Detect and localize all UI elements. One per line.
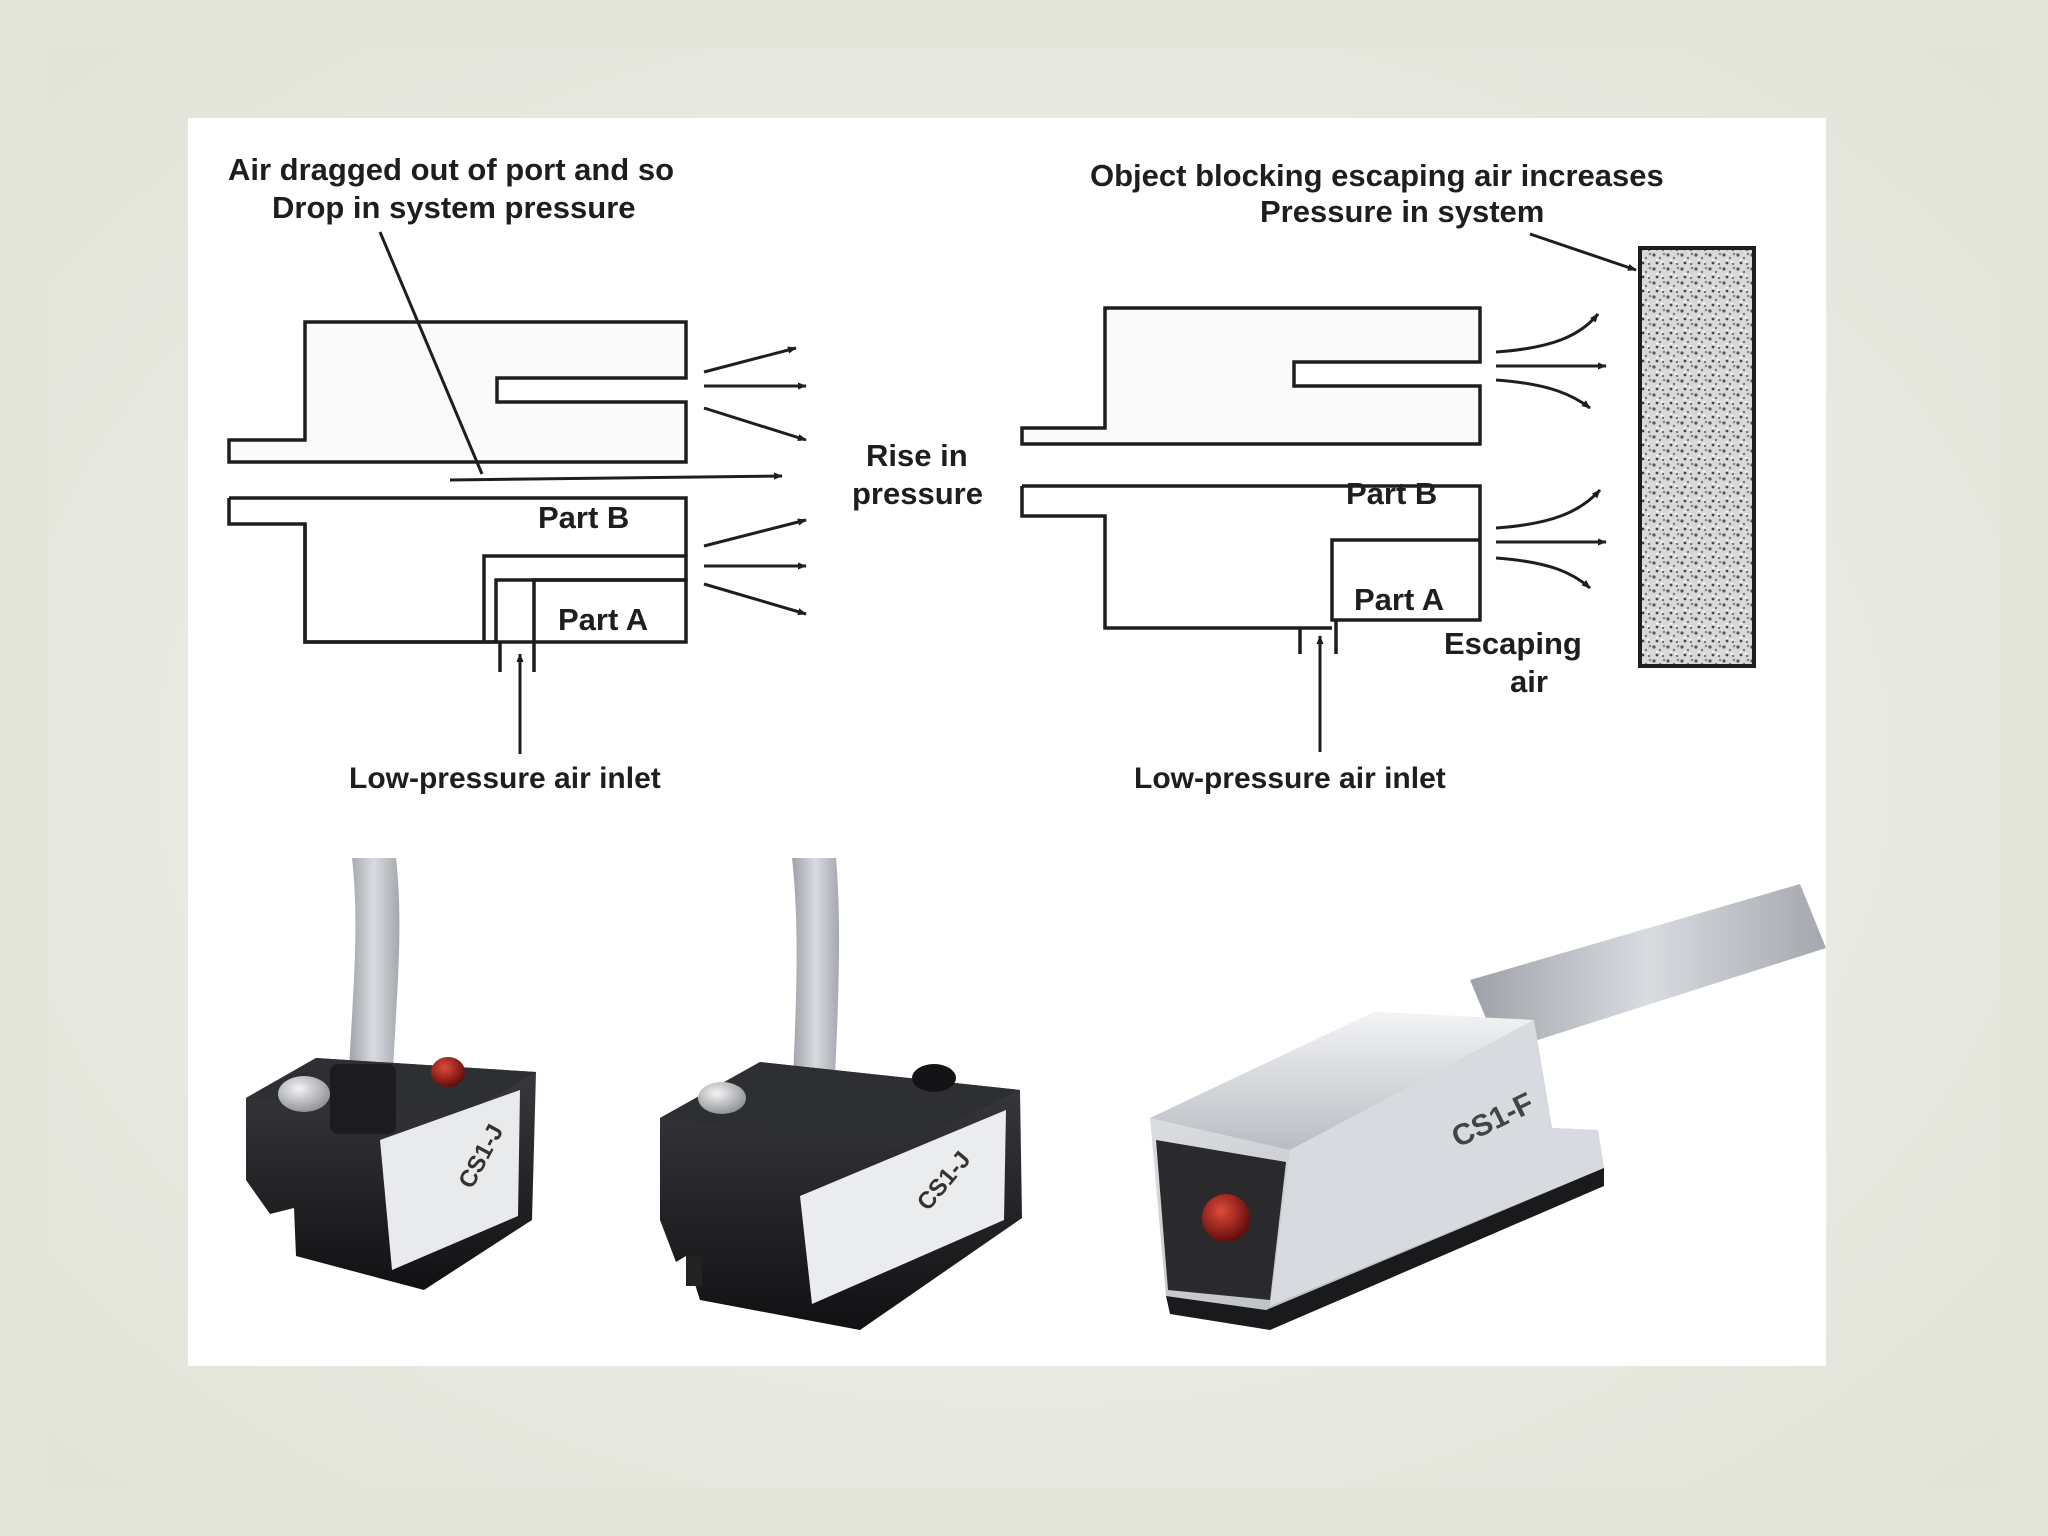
left-part-b-label: Part B xyxy=(538,500,629,535)
blocking-object xyxy=(1638,246,1756,668)
right-pointer-line xyxy=(1529,232,1637,272)
right-title-line2: Pressure in system xyxy=(1260,194,1544,229)
left-upper-block xyxy=(227,320,688,464)
left-title-line1: Air dragged out of port and so xyxy=(228,152,674,187)
left-lower-block-outline xyxy=(229,496,688,644)
right-part-a-label: Part A xyxy=(1354,582,1444,617)
right-lower-block xyxy=(1020,484,1482,630)
rise-label-line1: Rise in xyxy=(866,438,968,473)
right-part-b-label: Part B xyxy=(1346,476,1437,511)
right-sensor-diagram xyxy=(1020,232,1637,752)
rise-label-line2: pressure xyxy=(852,476,983,511)
left-title-line2: Drop in system pressure xyxy=(272,190,636,225)
left-sensor-diagram xyxy=(227,231,807,754)
left-center-flow-arrow xyxy=(449,472,783,482)
sensor-product-1: CS1-J xyxy=(246,858,536,1290)
left-part-a-label: Part A xyxy=(558,602,648,637)
left-pointer-line xyxy=(378,231,484,475)
right-inlet-label: Low-pressure air inlet xyxy=(1134,762,1446,795)
right-upper-block xyxy=(1020,306,1482,446)
sensor-product-3: CS1-F xyxy=(1150,884,1826,1330)
left-lower-block xyxy=(227,498,688,644)
left-inlet-label: Low-pressure air inlet xyxy=(349,762,661,795)
right-title-line1: Object blocking escaping air increases xyxy=(1090,158,1664,193)
right-escaping-line2: air xyxy=(1510,664,1548,699)
right-escaping-line1: Escaping xyxy=(1444,626,1582,661)
sensor-product-2: CS1-J xyxy=(660,858,1022,1330)
